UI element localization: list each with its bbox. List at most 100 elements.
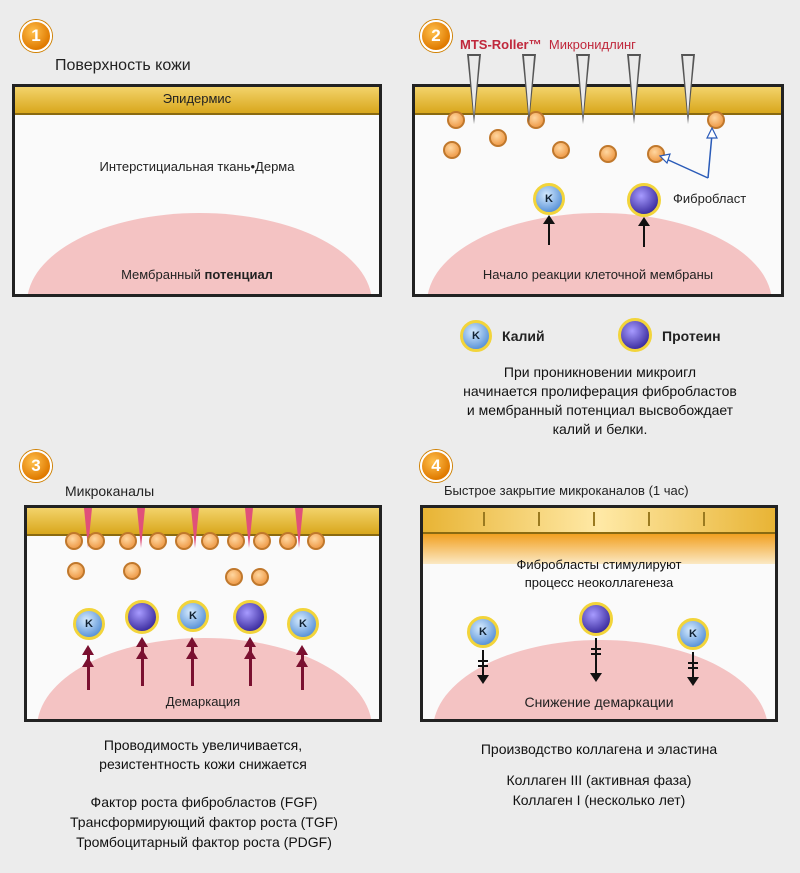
protein-cell	[579, 602, 613, 636]
fibroblast-cell	[87, 532, 105, 550]
epidermis-label: Эпидермис	[162, 91, 232, 106]
microchannel	[245, 508, 253, 548]
closed-channel	[483, 512, 485, 526]
closed-channel	[648, 512, 650, 526]
release-arrow	[244, 637, 256, 686]
membrane-dome	[27, 213, 372, 294]
step-4-badge: 4	[420, 450, 452, 482]
legend-protein-label: Протеин	[662, 328, 721, 344]
microchannel	[137, 508, 145, 548]
growth-factor-item: Фактор роста фибробластов (FGF)	[90, 794, 318, 810]
membrane-label: Мембранный потенциал	[15, 267, 379, 282]
brand-name: MTS-Roller™	[460, 37, 542, 52]
panel-1: Эпидермис Интерстициальная ткань•Дерма М…	[12, 84, 382, 297]
caption-line: и мембранный потенциал высвобождает	[466, 402, 734, 418]
fibroblast-cell	[201, 532, 219, 550]
caption-line: калий и белки.	[552, 421, 648, 437]
microchannel	[84, 508, 92, 548]
fibroblast-cell	[253, 532, 271, 550]
caption-line: Проводимость увеличивается,	[103, 737, 303, 753]
panel3-title: Микроканалы	[65, 483, 155, 499]
microneedle-inner	[683, 56, 693, 116]
caption-line: Производство коллагена и эластина	[480, 741, 718, 757]
microneedling-label: Микронидлинг	[548, 37, 636, 52]
closed-channel	[593, 512, 595, 526]
membrane-label-prefix: Мембранный	[121, 267, 205, 282]
microneedle-inner	[524, 56, 534, 116]
arrow-tick	[478, 665, 488, 667]
legend-potassium-icon: K	[460, 320, 492, 352]
release-arrow	[543, 215, 555, 245]
fibroblast-pointer-arrows	[658, 126, 718, 179]
microneedle-inner	[578, 56, 588, 116]
growth-factor-item: Трансформирующий фактор роста (TGF)	[70, 814, 338, 830]
legend-potassium-label: Калий	[502, 328, 545, 344]
fibroblast-cell	[227, 532, 245, 550]
microneedle-inner	[469, 56, 479, 116]
release-arrow	[82, 645, 94, 690]
neocollagenesis-line: процесс неоколлагенеза	[524, 575, 674, 590]
neocollagenesis-line: Фибробласты стимулируют	[516, 557, 682, 572]
caption-step-4: Производство коллагена и эластина	[420, 740, 778, 759]
release-arrow	[296, 645, 308, 690]
protein-cell	[125, 600, 159, 634]
influx-arrow	[590, 638, 602, 682]
caption-line: При проникновении микроигл	[503, 364, 697, 380]
step-2-badge: 2	[420, 20, 452, 52]
potassium-cell: K	[677, 618, 709, 650]
fibroblast-cell	[552, 141, 570, 159]
fibroblast-cell	[599, 145, 617, 163]
tissue-label: Интерстициальная ткань•Дерма	[99, 159, 295, 174]
fibroblast-cell	[119, 532, 137, 550]
fibroblast-cell	[225, 568, 243, 586]
panel1-title: Поверхность кожи	[55, 57, 191, 74]
fibroblast-cell	[67, 562, 85, 580]
fibroblast-cell	[707, 111, 725, 129]
fibroblast-label: Фибробласт	[673, 191, 747, 206]
protein-cell	[233, 600, 267, 634]
arrow-tick	[478, 660, 488, 662]
step-1-badge: 1	[20, 20, 52, 52]
potassium-cell: K	[467, 616, 499, 648]
influx-arrow	[477, 650, 489, 684]
influx-arrow	[687, 652, 699, 686]
closed-channel	[703, 512, 705, 526]
fibroblast-cell	[251, 568, 269, 586]
arrow-tick	[591, 653, 601, 655]
arrow-tick	[688, 662, 698, 664]
caption-line: резистентность кожи снижается	[99, 756, 307, 772]
panel-4: Фибробласты стимулируют процесс неоколла…	[420, 505, 778, 722]
epidermis-layer-3	[27, 508, 379, 536]
step-3-badge: 3	[20, 450, 52, 482]
release-arrow	[638, 217, 650, 247]
fibroblast-cell	[65, 532, 83, 550]
arrow-tick	[688, 667, 698, 669]
epidermis-layer-4	[423, 508, 775, 534]
collagen-item: Коллаген III (активная фаза)	[506, 772, 692, 788]
caption-line: начинается пролиферация фибробластов	[463, 383, 737, 399]
fibroblast-cell	[307, 532, 325, 550]
fibroblast-cell	[647, 145, 665, 163]
microchannel	[295, 508, 303, 548]
potassium-cell: K	[533, 183, 565, 215]
neocollagenesis-label: Фибробласты стимулируют процесс неоколла…	[423, 556, 775, 592]
fibroblast-cell	[489, 129, 507, 147]
collagen-list: Коллаген III (активная фаза) Коллаген I …	[420, 770, 778, 810]
microneedle-inner	[629, 56, 639, 116]
arrow-tick	[591, 648, 601, 650]
potassium-cell: K	[287, 608, 319, 640]
fibroblast-cell	[175, 532, 193, 550]
potassium-cell: K	[73, 608, 105, 640]
epidermis-layer: Эпидермис	[15, 87, 379, 115]
fibroblast-cell	[447, 111, 465, 129]
panel2-title: MTS-Roller™ Микронидлинг	[460, 37, 636, 52]
caption-step-3: Проводимость увеличивается, резистентнос…	[24, 736, 382, 774]
panel2-bottom-label: Начало реакции клеточной мембраны	[482, 267, 714, 282]
panel3-bottom-label: Демаркация	[165, 694, 241, 709]
growth-factors-list: Фактор роста фибробластов (FGF) Трансфор…	[14, 792, 394, 852]
panel4-title: Быстрое закрытие микроканалов (1 час)	[444, 483, 689, 498]
release-arrow	[186, 637, 198, 686]
protein-cell	[627, 183, 661, 217]
caption-step-2: При проникновении микроигл начинается пр…	[410, 363, 790, 439]
potassium-cell: K	[177, 600, 209, 632]
